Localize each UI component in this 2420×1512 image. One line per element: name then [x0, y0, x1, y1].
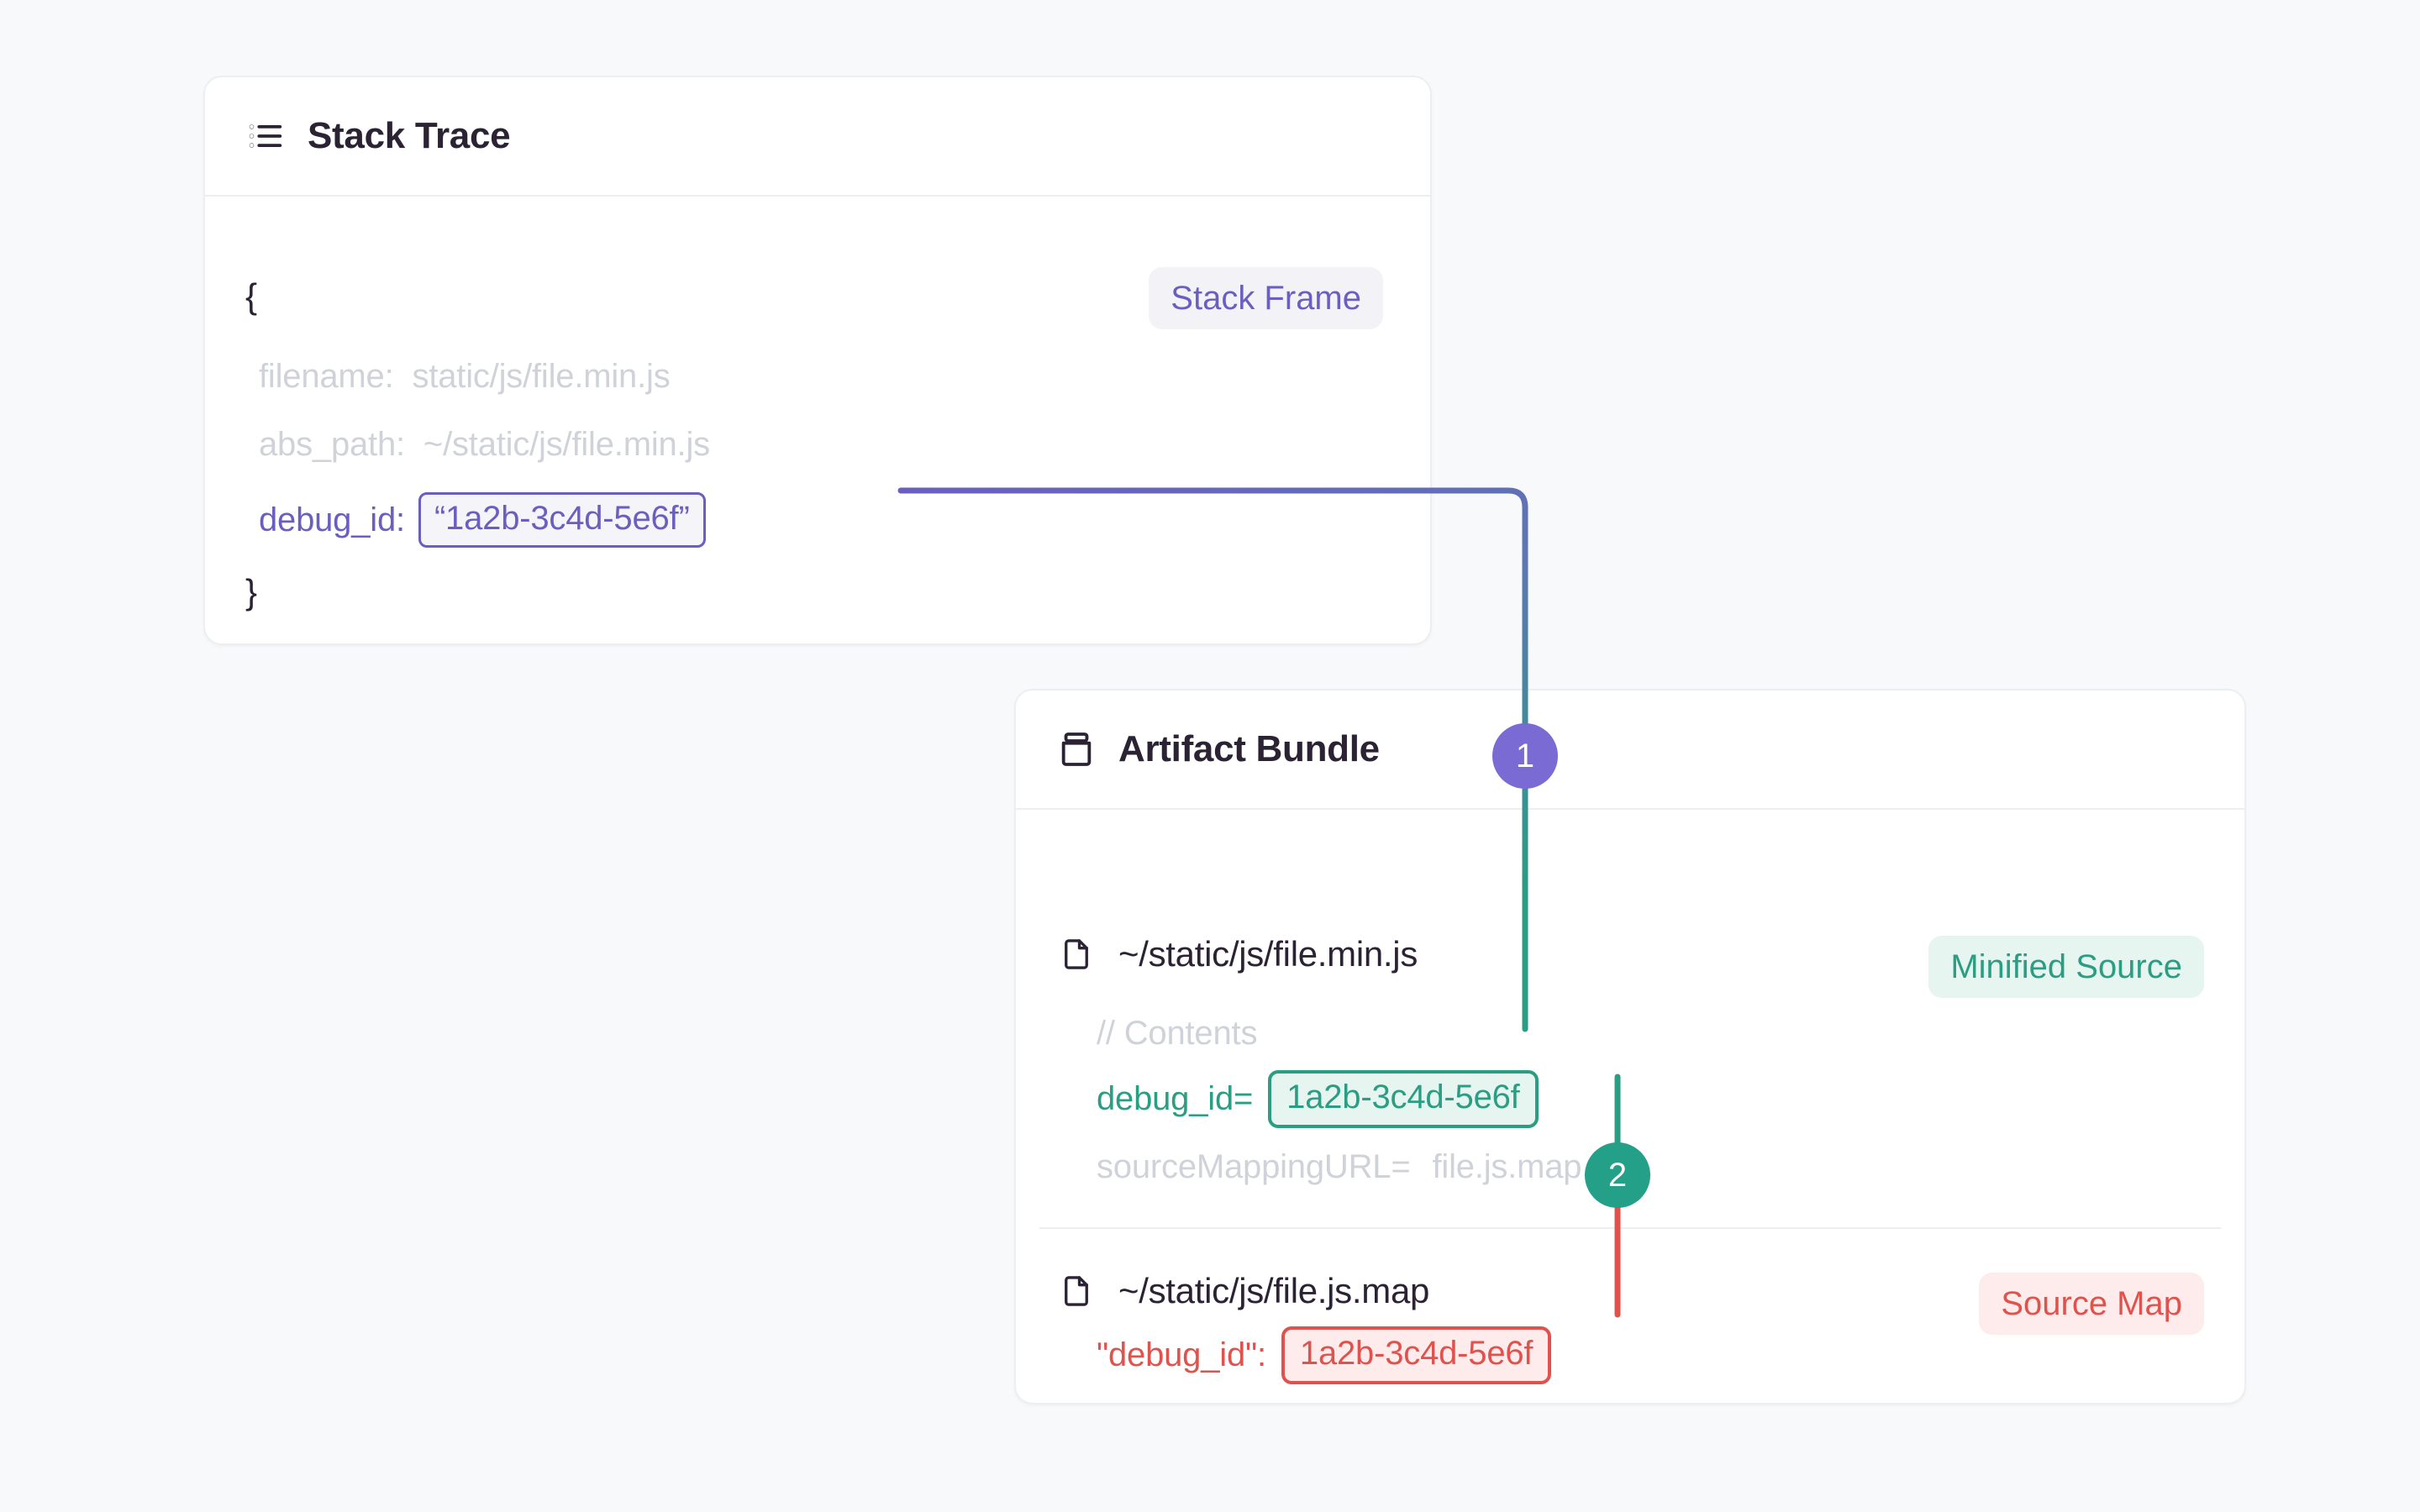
minified-source-file-name: ~/static/js/file.min.js: [1118, 934, 1418, 974]
stack-trace-card: Stack Trace Stack Frame { filename: stat…: [203, 76, 1432, 645]
stack-debug-id-key: debug_id:: [259, 501, 405, 538]
minified-debug-id-value: 1a2b-3c4d-5e6f: [1268, 1070, 1539, 1128]
source-mapping-url-row: sourceMappingURL= file.js.map: [1097, 1148, 1582, 1186]
json-close-brace: }: [245, 572, 257, 612]
minified-source-tag: Minified Source: [1928, 936, 2204, 998]
source-mapping-url-value: file.js.map: [1432, 1148, 1582, 1185]
source-map-file-name: ~/static/js/file.js.map: [1118, 1271, 1430, 1310]
source-map-file-row: ~/static/js/file.js.map: [1056, 1271, 1429, 1311]
artifact-row-divider: [1039, 1227, 2221, 1229]
source-map-debug-id-key: "debug_id":: [1097, 1336, 1266, 1373]
file-icon: [1056, 934, 1097, 974]
stack-debug-id-value: “1a2b-3c4d-5e6f”: [418, 492, 706, 548]
minified-source-file-row: ~/static/js/file.min.js: [1056, 934, 1418, 974]
step-marker-1: 1: [1492, 723, 1558, 789]
abspath-value: ~/static/js/file.min.js: [423, 426, 710, 463]
source-mapping-url-key: sourceMappingURL=: [1097, 1148, 1411, 1185]
box-icon: [1056, 729, 1097, 769]
file-icon: [1056, 1271, 1097, 1311]
artifact-bundle-header: Artifact Bundle: [1016, 690, 2244, 810]
stack-frame-tag: Stack Frame: [1149, 267, 1383, 329]
source-map-debugid-row: "debug_id": 1a2b-3c4d-5e6f: [1097, 1326, 1552, 1384]
stack-frame-filename-row: filename: static/js/file.min.js: [259, 358, 671, 396]
minified-debug-id-key: debug_id=: [1097, 1080, 1254, 1117]
filename-key: filename:: [259, 358, 394, 395]
minified-debugid-row: debug_id= 1a2b-3c4d-5e6f: [1097, 1070, 1539, 1128]
stack-trace-header: Stack Trace: [205, 77, 1430, 197]
source-map-debug-id-value: 1a2b-3c4d-5e6f: [1281, 1326, 1552, 1384]
stack-trace-title: Stack Trace: [308, 115, 511, 156]
filename-value: static/js/file.min.js: [412, 358, 671, 395]
artifact-bundle-title: Artifact Bundle: [1118, 728, 1380, 769]
source-map-tag: Source Map: [1979, 1273, 2204, 1335]
minified-source-comment-row: // Contents: [1097, 1015, 1257, 1053]
contents-comment: // Contents: [1097, 1015, 1258, 1052]
stack-frame-debugid-row: debug_id: “1a2b-3c4d-5e6f”: [259, 492, 706, 548]
artifact-bundle-card: Artifact Bundle Minified Source ~/static…: [1014, 689, 2246, 1404]
stack-frame-abspath-row: abs_path: ~/static/js/file.min.js: [259, 426, 710, 464]
json-open-brace: {: [245, 276, 257, 316]
abspath-key: abs_path:: [259, 426, 405, 463]
list-icon: [245, 116, 286, 156]
step-marker-2: 2: [1585, 1142, 1650, 1208]
